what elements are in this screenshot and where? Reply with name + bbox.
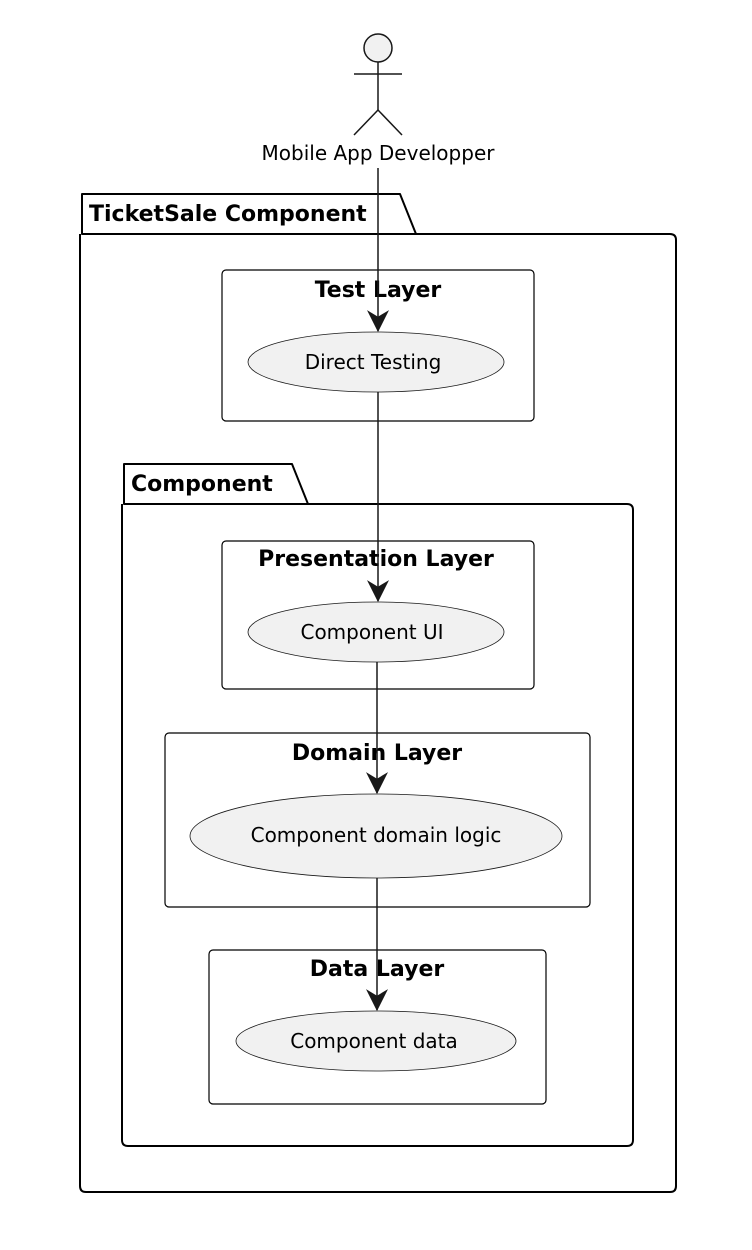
actor-right-leg — [377, 109, 403, 136]
actor-figure — [353, 33, 403, 136]
usecase-component-data-label: Component data — [290, 1029, 458, 1053]
package-outer-label: TicketSale Component — [89, 202, 367, 227]
usecase-direct-testing-label: Direct Testing — [305, 350, 442, 374]
flow-arrows — [366, 168, 389, 1012]
presentation-layer-title: Presentation Layer — [258, 547, 494, 572]
package-component: Component — [121, 463, 634, 1147]
usecase-component-ui-label: Component UI — [300, 620, 443, 644]
usecase-component-domain-logic-label: Component domain logic — [251, 823, 502, 847]
package-inner-body — [121, 503, 634, 1147]
package-outer-body — [79, 233, 677, 1193]
actor-left-leg — [353, 109, 379, 136]
actor-label: Mobile App Developper — [262, 141, 496, 165]
data-layer: Data Layer Component data — [208, 949, 547, 1105]
presentation-layer: Presentation Layer Component UI — [221, 540, 535, 690]
actor-head — [363, 33, 393, 63]
package-ticketsale-component: TicketSale Component — [79, 193, 677, 1193]
domain-layer: Domain Layer Component domain logic — [164, 732, 591, 908]
package-inner-label: Component — [131, 472, 273, 497]
